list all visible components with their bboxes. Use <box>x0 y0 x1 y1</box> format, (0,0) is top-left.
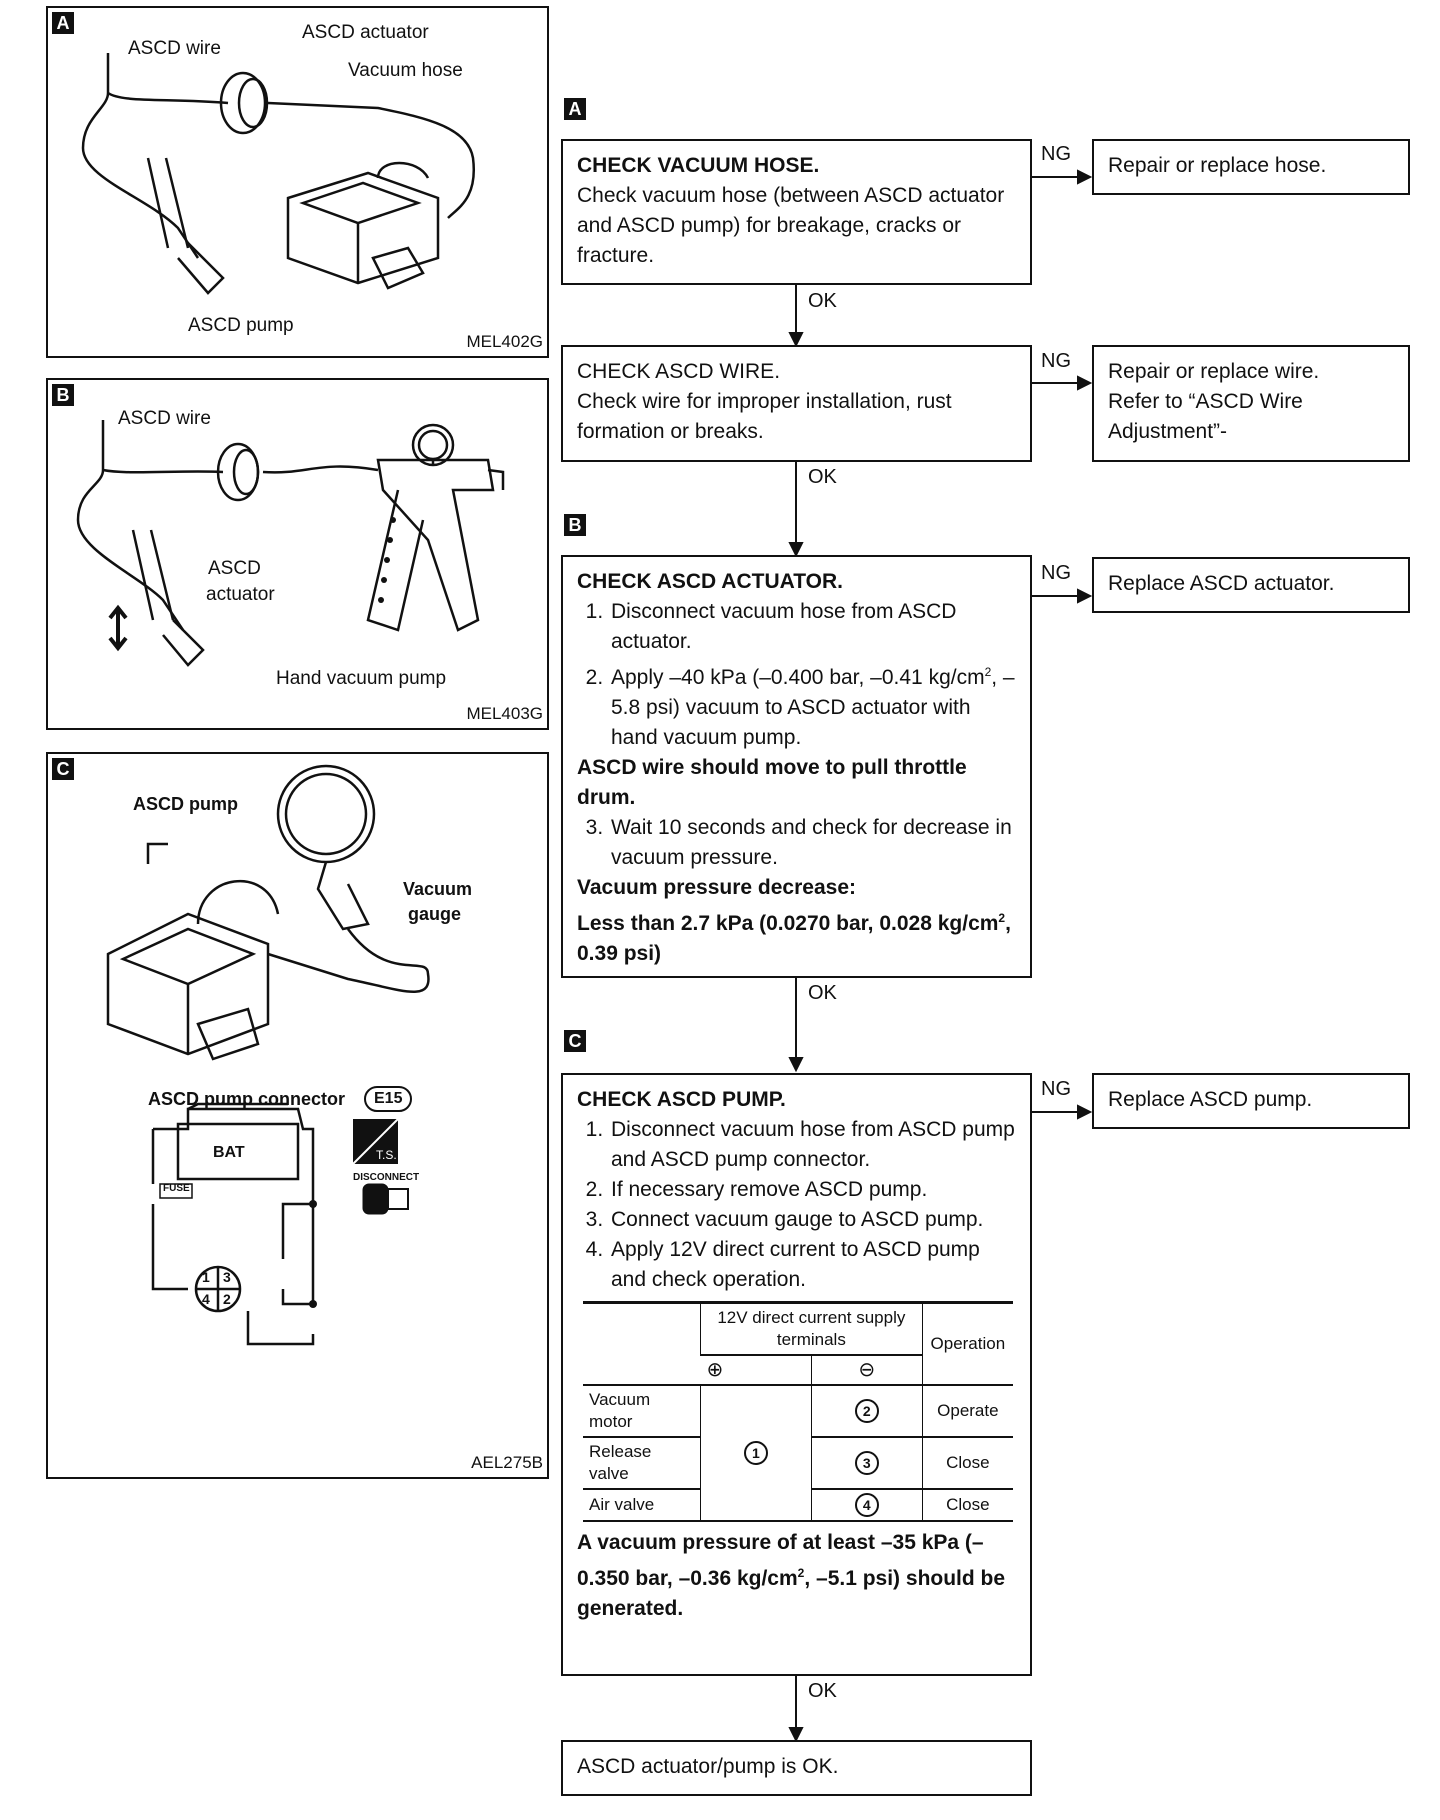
table-row-part: Vacuum motor <box>583 1385 701 1438</box>
figure-code: AEL275B <box>471 1453 543 1472</box>
ng-result-text: Replace ASCD actuator. <box>1108 572 1335 595</box>
disconnect-label: DISCONNECT <box>353 1172 420 1183</box>
minus-terminal-value: 2 <box>810 1385 923 1438</box>
connector-pin-3: 3 <box>223 1269 231 1285</box>
step-body: Check vacuum hose (between ASCD actuator… <box>577 184 1005 267</box>
ng-result-text-line2: Refer to “ASCD Wire Adjustment”- <box>1108 390 1303 443</box>
connector-id-badge: E15 <box>364 1086 413 1112</box>
final-result-text: ASCD actuator/pump is OK. <box>577 1755 839 1778</box>
ng-label: NG <box>1041 350 1071 372</box>
ng-result-actuator: Replace ASCD actuator. <box>1092 557 1410 613</box>
step-item-1: Disconnect vacuum hose from ASCD actuato… <box>609 597 1016 657</box>
step-item-1: Disconnect vacuum hose from ASCD pump an… <box>609 1115 1016 1175</box>
ok-label: OK <box>808 290 837 312</box>
ok-label: OK <box>808 1680 837 1702</box>
final-result: ASCD actuator/pump is OK. <box>561 1740 1032 1796</box>
step-items-continued: Wait 10 seconds and check for decrease i… <box>577 813 1016 873</box>
step-title: CHECK ASCD ACTUATOR. <box>577 570 843 593</box>
ts-label: T.S. <box>376 1148 397 1162</box>
step-item-4: Apply 12V direct current to ASCD pump an… <box>609 1235 1016 1295</box>
minus-terminal-value: 4 <box>810 1489 923 1522</box>
ok-label: OK <box>808 466 837 488</box>
step-items: Disconnect vacuum hose from ASCD pump an… <box>577 1115 1016 1295</box>
step-body: Check wire for improper installation, ru… <box>577 390 952 443</box>
connector-pin-2: 2 <box>223 1291 231 1307</box>
vacuum-gauge-label-line1: Vacuum <box>403 879 473 899</box>
hand-pump-illustration <box>76 420 505 667</box>
step-check-ascd-pump: CHECK ASCD PUMP. Disconnect vacuum hose … <box>561 1073 1032 1676</box>
battery-label: BAT <box>213 1144 245 1161</box>
supply-terminals-header: 12V direct current supply terminals <box>700 1301 923 1356</box>
figure-code: MEL403G <box>466 704 543 723</box>
minus-terminal-header: ⊖ <box>810 1355 923 1386</box>
step-title: CHECK ASCD WIRE. <box>577 360 781 383</box>
ng-result-text: Repair or replace hose. <box>1108 154 1327 177</box>
operation-header: Operation <box>921 1301 1013 1386</box>
step-title: CHECK ASCD PUMP. <box>577 1088 786 1111</box>
step-a-tag: A <box>564 98 586 120</box>
operation-table: 12V direct current supply terminals Oper… <box>583 1301 1013 1522</box>
ascd-actuator-label-line2: actuator <box>206 584 275 605</box>
ng-label: NG <box>1041 143 1071 165</box>
ng-result-text: Replace ASCD pump. <box>1108 1088 1313 1111</box>
ascd-pump-label: ASCD pump <box>188 315 294 336</box>
illustration-panel-c: C ASCD pump Vacuum gauge ASCD pump conne… <box>46 752 549 1479</box>
step-item-3: Connect vacuum gauge to ASCD pump. <box>609 1205 1016 1235</box>
operation-value: Close <box>921 1437 1013 1490</box>
step-note-spec: Less than 2.7 kPa (0.0270 bar, 0.028 kg/… <box>577 911 1011 965</box>
plus-terminal-value: 1 <box>700 1385 812 1522</box>
connector-label: ASCD pump connector <box>148 1089 346 1109</box>
table-row-part: Release valve <box>583 1437 701 1490</box>
ng-label: NG <box>1041 562 1071 584</box>
operation-value: Operate <box>921 1385 1013 1438</box>
operation-value: Close <box>921 1489 1013 1522</box>
step-items: Disconnect vacuum hose from ASCD actuato… <box>577 597 1016 753</box>
step-note-decrease: Vacuum pressure decrease: <box>577 876 856 899</box>
ascd-pump-label: ASCD pump <box>133 794 238 814</box>
minus-terminal-value: 3 <box>810 1437 923 1490</box>
illustration-panel-a: A ASCD wire ASCD actuator Vacuum hose AS… <box>46 6 549 358</box>
step-b-tag: B <box>564 514 586 536</box>
step-title: CHECK VACUUM HOSE. <box>577 154 820 177</box>
step-note-spec: A vacuum pressure of at least –35 kPa (–… <box>577 1531 1006 1620</box>
vacuum-gauge-label-line2: gauge <box>408 904 462 924</box>
table-row-part: Air valve <box>583 1489 701 1522</box>
ascd-wire-label: ASCD wire <box>128 38 221 59</box>
ascd-wire-label: ASCD wire <box>118 408 211 429</box>
hand-vacuum-pump-label: Hand vacuum pump <box>276 668 447 689</box>
step-check-vacuum-hose: CHECK VACUUM HOSE. Check vacuum hose (be… <box>561 139 1032 285</box>
step-note-throttle: ASCD wire should move to pull throttle d… <box>577 756 967 809</box>
ng-result-pump: Replace ASCD pump. <box>1092 1073 1410 1129</box>
plus-terminal-header: ⊕ <box>700 1355 812 1386</box>
step-item-2: If necessary remove ASCD pump. <box>609 1175 1016 1205</box>
step-check-ascd-actuator: CHECK ASCD ACTUATOR. Disconnect vacuum h… <box>561 555 1032 978</box>
ok-label: OK <box>808 982 837 1004</box>
figure-code: MEL402G <box>466 332 543 351</box>
step-check-ascd-wire: CHECK ASCD WIRE. Check wire for improper… <box>561 345 1032 462</box>
ng-result-hose: Repair or replace hose. <box>1092 139 1410 195</box>
step-c-tag: C <box>564 1030 586 1052</box>
panel-a-tag: A <box>52 12 74 34</box>
ascd-actuator-label-line1: ASCD <box>208 558 261 579</box>
connector-pin-4: 4 <box>202 1291 210 1307</box>
illustration-panel-b: B ASCD wire ASCD actuator Hand vacuum pu… <box>46 378 549 730</box>
panel-c-tag: C <box>52 758 74 780</box>
ng-result-wire: Repair or replace wire. Refer to “ASCD W… <box>1092 345 1410 462</box>
step-item-2: Apply –40 kPa (–0.400 bar, –0.41 kg/cm2,… <box>609 657 1016 753</box>
step-item-3: Wait 10 seconds and check for decrease i… <box>609 813 1016 873</box>
fuse-label: FUSE <box>163 1183 190 1194</box>
panel-b-tag: B <box>52 384 74 406</box>
connector-pin-1: 1 <box>202 1269 210 1285</box>
ng-label: NG <box>1041 1078 1071 1100</box>
pump-test-illustration <box>106 764 430 1346</box>
ng-result-text-line1: Repair or replace wire. <box>1108 360 1320 383</box>
vacuum-hose-label: Vacuum hose <box>348 60 463 81</box>
ascd-actuator-label: ASCD actuator <box>302 22 429 43</box>
vacuum-hose-illustration <box>81 53 476 295</box>
